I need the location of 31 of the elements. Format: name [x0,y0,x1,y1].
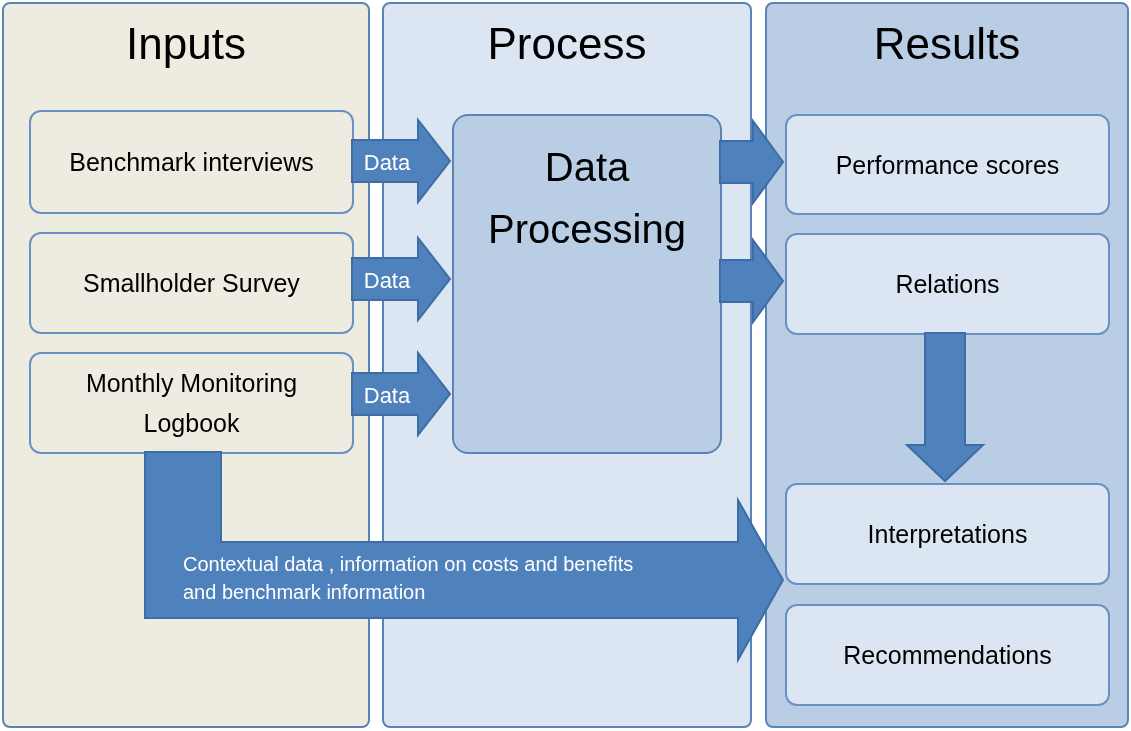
edge-label: Contextual data , information on costs and benefits and benchmark information [183,552,635,605]
block-arrow [144,451,785,664]
column-panel [765,2,1129,728]
box-label: Interpretations [867,519,1028,550]
block-arrow [719,117,785,207]
edge-label: Data [362,267,412,295]
process-box [452,114,722,454]
box-label: Benchmark interviews [69,147,314,178]
input-box [29,232,354,334]
edge-label: Data [362,149,412,177]
block-arrow [904,332,986,483]
block-arrow [351,235,452,323]
column-heading: Process [486,18,648,70]
box-label: Data Processing [487,144,687,253]
box-label: Recommendations [843,640,1052,671]
box-label: Monthly Monitoring Logbook [84,368,299,439]
block-arrow [351,350,452,438]
box-label: Smallholder Survey [83,268,300,299]
result-box [785,483,1110,585]
block-arrow [351,117,452,205]
column-heading: Results [872,18,1022,70]
input-box [29,352,354,454]
box-label: Performance scores [835,149,1060,181]
input-box [29,110,354,214]
result-box [785,233,1110,335]
block-arrow [719,236,785,326]
result-box [785,604,1110,706]
result-box [785,114,1110,215]
box-label: Relations [895,269,1000,300]
column-heading: Inputs [125,18,247,70]
edge-label: Data [362,382,412,410]
